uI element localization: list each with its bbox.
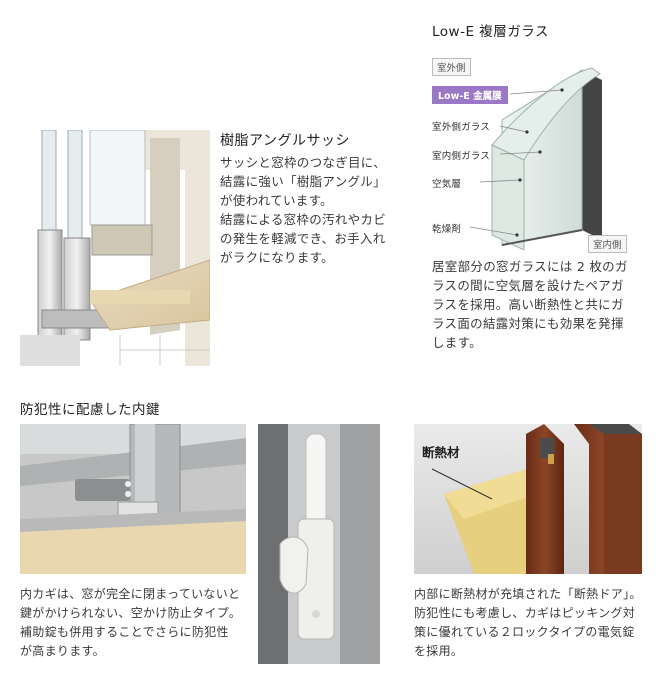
sash-line: 結露に強い「樹脂アングル」 bbox=[220, 174, 386, 189]
door-line: 防犯性にも考慮し、カギはピッキング対 bbox=[414, 606, 636, 620]
glass-line: ラスの間に空気層を設けたペアガ bbox=[432, 278, 624, 293]
lock-photo-crescent bbox=[258, 424, 380, 664]
label-lowe-film: Low-E 金属膜 bbox=[432, 86, 508, 104]
label-desiccant: 乾燥剤 bbox=[432, 224, 462, 235]
label-outer-glass: 室外側ガラス bbox=[432, 122, 491, 133]
glass-line: ラス面の結露対策にも効果を発揮 bbox=[432, 316, 624, 331]
lock-line: 鍵がかけられない、空かけ防止タイプ。 bbox=[20, 606, 242, 620]
label-outdoor: 室外側 bbox=[432, 58, 471, 76]
sash-line: の発生を軽減でき、お手入れ bbox=[220, 231, 386, 246]
insulation-label: 断熱材 bbox=[422, 445, 460, 460]
lock-photo-sash bbox=[20, 424, 246, 574]
sash-line: がラクになります。 bbox=[220, 250, 334, 265]
glass-description: 居室部分の窓ガラスには 2 枚のガ ラスの間に空気層を設けたペアガ ラスを採用。… bbox=[432, 257, 652, 352]
lock-line: 補助錠も併用することでさらに防犯性 bbox=[20, 625, 229, 639]
sash-title: 樹脂アングルサッシ bbox=[220, 133, 350, 149]
sash-line: サッシと窓枠のつなぎ目に、 bbox=[220, 155, 387, 170]
glass-title: Low-E 複層ガラス bbox=[432, 24, 550, 40]
lock-line: が高まります。 bbox=[20, 644, 105, 658]
glass-diagram bbox=[432, 50, 642, 250]
lock-description: 内カギは、窓が完全に閉まっていないと 鍵がかけられない、空かけ防止タイプ。 補助… bbox=[20, 585, 255, 661]
door-line: 策に優れている２ロックタイプの電気錠 bbox=[414, 625, 635, 639]
door-photo bbox=[414, 424, 642, 574]
glass-line: 居室部分の窓ガラスには 2 枚のガ bbox=[432, 259, 628, 274]
glass-line: します。 bbox=[432, 335, 482, 350]
label-indoor: 室内側 bbox=[588, 235, 627, 253]
door-line: 内部に断熱材が充填された「断熱ドア」。 bbox=[414, 587, 642, 601]
sash-line: が使われています。 bbox=[220, 193, 333, 208]
label-air-layer: 空気層 bbox=[432, 179, 462, 190]
sash-photo bbox=[20, 130, 210, 366]
lock-line: 内カギは、窓が完全に閉まっていないと bbox=[20, 587, 241, 601]
sash-line: 結露による窓枠の汚れやカビ bbox=[220, 212, 387, 227]
door-line: を採用。 bbox=[414, 644, 464, 658]
sash-description: サッシと窓枠のつなぎ目に、 結露に強い「樹脂アングル」 が使われています。 結露… bbox=[220, 153, 400, 267]
door-description: 内部に断熱材が充填された「断熱ドア」。 防犯性にも考慮し、カギはピッキング対 策… bbox=[414, 585, 654, 661]
lock-title: 防犯性に配慮した内鍵 bbox=[20, 402, 160, 418]
label-inner-glass: 室内側ガラス bbox=[432, 151, 491, 162]
glass-line: ラスを採用。高い断熱性と共にガ bbox=[432, 297, 624, 312]
